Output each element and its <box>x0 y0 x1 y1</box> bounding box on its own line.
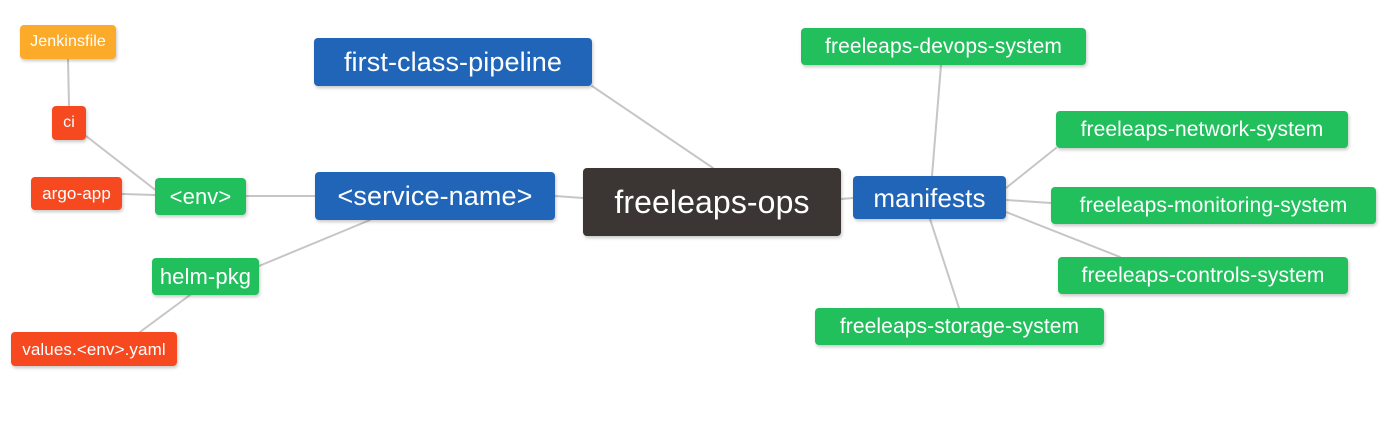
node-env[interactable]: <env> <box>155 178 246 215</box>
node-manifests[interactable]: manifests <box>853 176 1006 219</box>
node-argo-app[interactable]: argo-app <box>31 177 122 210</box>
node-freeleaps-controls-system[interactable]: freeleaps-controls-system <box>1058 257 1348 294</box>
edge-manifests-to-freeleaps-monitoring-system <box>1005 199 1052 204</box>
edge-jenkinsfile-to-ci <box>67 58 70 107</box>
edge-manifests-to-freeleaps-network-system <box>1005 147 1057 189</box>
edge-manifests-to-freeleaps-storage-system <box>929 218 960 309</box>
node-service-name[interactable]: <service-name> <box>315 172 555 220</box>
edge-helm-pkg-to-values-env-yaml <box>139 294 191 333</box>
edge-freeleaps-ops-to-manifests <box>840 197 854 200</box>
node-freeleaps-monitoring-system[interactable]: freeleaps-monitoring-system <box>1051 187 1376 224</box>
edge-first-class-pipeline-to-freeleaps-ops <box>591 85 714 169</box>
node-values-env-yaml[interactable]: values.<env>.yaml <box>11 332 177 366</box>
node-first-class-pipeline[interactable]: first-class-pipeline <box>314 38 592 86</box>
node-freeleaps-storage-system[interactable]: freeleaps-storage-system <box>815 308 1104 345</box>
edge-argo-app-to-env <box>121 193 156 196</box>
edge-manifests-to-freeleaps-devops-system <box>931 64 942 177</box>
node-freeleaps-network-system[interactable]: freeleaps-network-system <box>1056 111 1348 148</box>
node-helm-pkg[interactable]: helm-pkg <box>152 258 259 295</box>
edge-service-name-to-helm-pkg <box>258 219 371 267</box>
node-jenkinsfile[interactable]: Jenkinsfile <box>20 25 116 59</box>
node-freeleaps-devops-system[interactable]: freeleaps-devops-system <box>801 28 1086 65</box>
edge-service-name-to-freeleaps-ops <box>554 195 584 199</box>
node-freeleaps-ops[interactable]: freeleaps-ops <box>583 168 841 236</box>
node-ci[interactable]: ci <box>52 106 86 140</box>
